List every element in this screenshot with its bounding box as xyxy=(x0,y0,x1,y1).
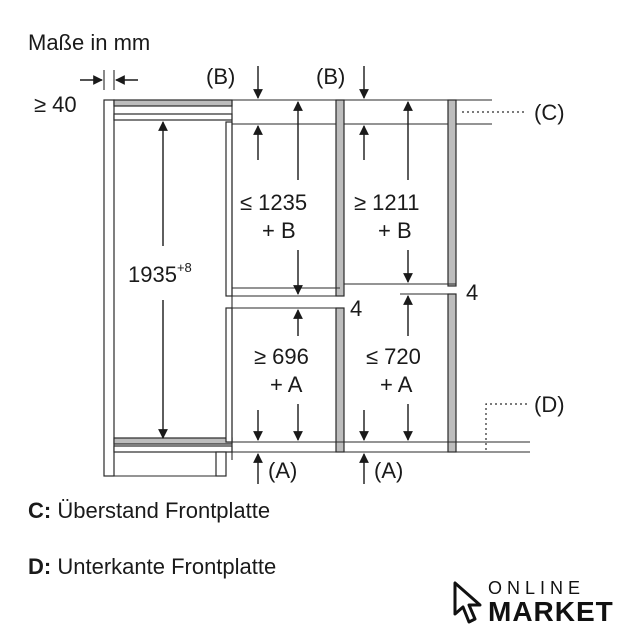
min-gap-label: ≥ 40 xyxy=(34,92,77,117)
marker-a-left: (A) xyxy=(268,458,297,483)
device-height-tolerance: +8 xyxy=(177,260,192,275)
legend-d-text: Unterkante Frontplatte xyxy=(57,554,277,579)
marker-b-right: (B) xyxy=(316,64,345,89)
upper-right-dim-line1: ≥ 1211 xyxy=(354,190,420,215)
upper-door-right xyxy=(447,99,457,287)
logo-line1: ONLINE xyxy=(488,578,586,598)
gap-label-middle-left: 4 xyxy=(350,296,362,321)
lower-left-dim-line2: + A xyxy=(270,372,303,397)
device-height-label: 1935+8 xyxy=(128,260,192,287)
lower-door-right xyxy=(447,293,457,453)
device-height-value: 1935 xyxy=(128,262,177,287)
upper-left-dim-line2: + B xyxy=(262,218,296,243)
legend-c: C: Überstand Frontplatte xyxy=(28,498,270,524)
marker-c: (C) xyxy=(534,100,565,125)
marker-d: (D) xyxy=(534,392,565,417)
marker-a-right: (A) xyxy=(374,458,403,483)
upper-door-left xyxy=(335,99,345,297)
lower-right-dim-line2: + A xyxy=(380,372,413,397)
legend-d-key: D: xyxy=(28,554,52,579)
gap-label-middle-right: 4 xyxy=(466,280,478,305)
upper-left-dim-line1: ≤ 1235 xyxy=(240,190,307,215)
cabinet-body xyxy=(103,99,233,477)
lower-door-left xyxy=(335,307,345,453)
legend-c-key: C: xyxy=(28,498,52,523)
logo-line2: MARKET xyxy=(488,596,614,627)
brand-logo: ONLINE MARKET xyxy=(452,578,614,628)
units-title: Maße in mm xyxy=(28,30,150,55)
legend-c-text: Überstand Frontplatte xyxy=(57,498,271,523)
min-gap-arrows xyxy=(80,70,138,90)
cursor-arrow-icon xyxy=(453,581,482,624)
lower-left-dim-line1: ≥ 696 xyxy=(254,344,309,369)
marker-b-left: (B) xyxy=(206,64,235,89)
legend-d: D: Unterkante Frontplatte xyxy=(28,554,276,580)
upper-right-dim-line2: + B xyxy=(378,218,412,243)
lower-right-dim-line1: ≤ 720 xyxy=(366,344,421,369)
